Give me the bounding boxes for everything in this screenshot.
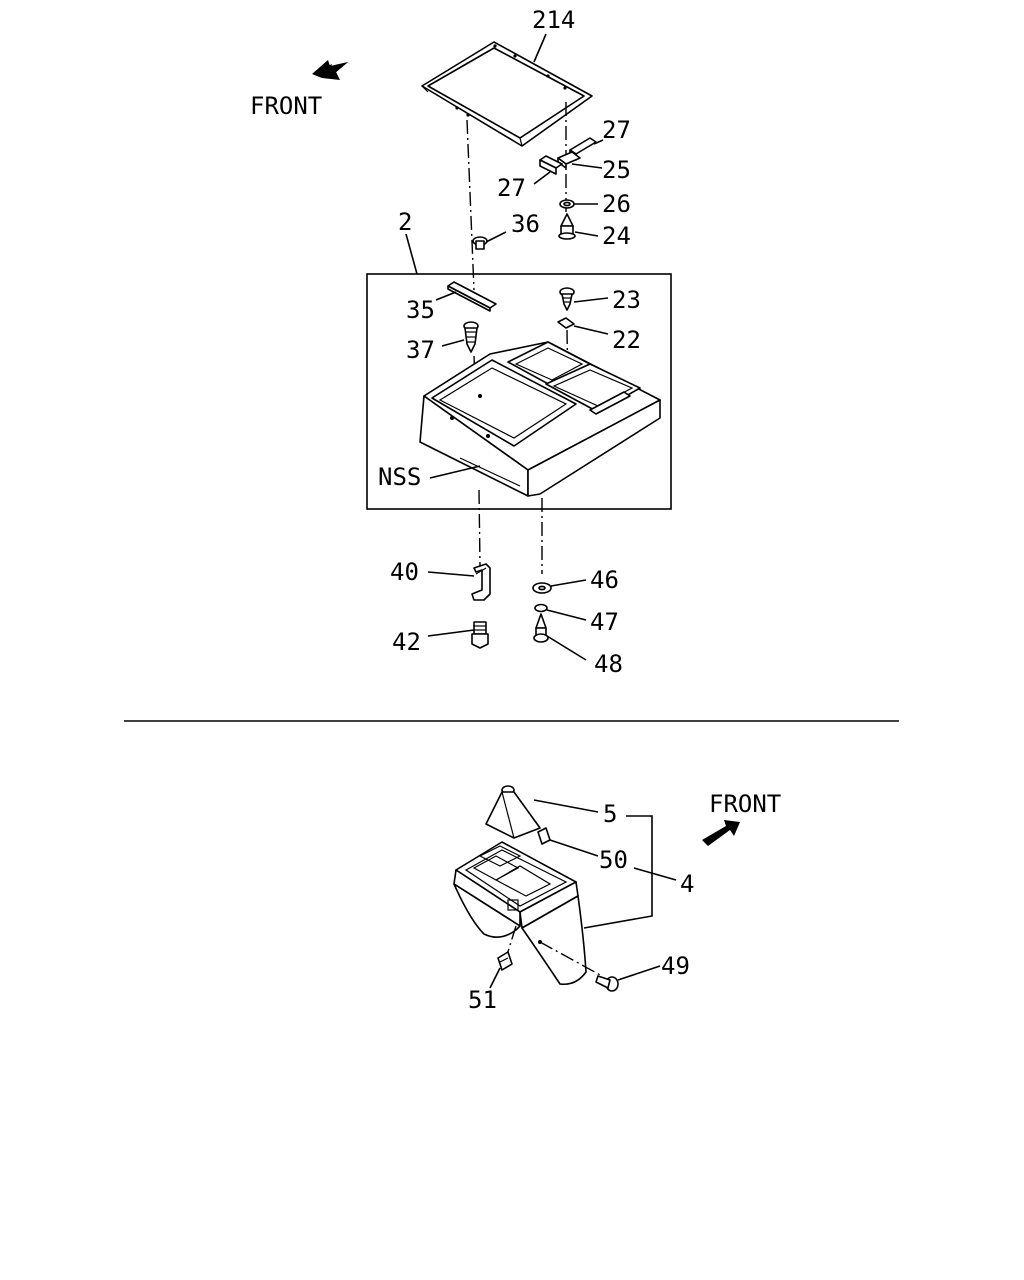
bottom-diagram: FRONT 5 50 4 (453, 785, 781, 1014)
callout-2: 2 (398, 208, 412, 236)
assembly-box (366, 273, 672, 510)
callout-36: 36 (511, 210, 540, 238)
callout-4: 4 (680, 870, 694, 898)
callout-50: 50 (599, 846, 628, 874)
screw-36 (472, 236, 488, 250)
clip-27-lower (539, 155, 563, 175)
console-body-nss (419, 341, 661, 497)
callout-35: 35 (406, 296, 435, 324)
clip-50 (537, 827, 551, 845)
callout-42: 42 (392, 628, 421, 656)
front-arrow-icon (312, 60, 348, 80)
console-body-4 (453, 841, 587, 986)
callout-27-lower: 27 (497, 174, 526, 202)
washer-26 (559, 199, 575, 209)
clip-51 (497, 951, 513, 971)
bracket-35 (447, 281, 497, 312)
front-label: FRONT (250, 92, 322, 120)
callout-37: 37 (406, 336, 435, 364)
callout-22: 22 (612, 326, 641, 354)
callout-25: 25 (602, 156, 631, 184)
screw-49 (595, 975, 619, 992)
clip-nut-22 (557, 317, 575, 329)
callout-23: 23 (612, 286, 641, 314)
callout-nss: NSS (378, 463, 421, 491)
front-label-bottom: FRONT (709, 790, 781, 818)
washer-46 (532, 582, 552, 594)
callout-24: 24 (602, 222, 631, 250)
callout-48: 48 (594, 650, 623, 678)
callout-5: 5 (603, 800, 617, 828)
screw-37 (463, 321, 479, 353)
lid-pad-part (421, 41, 593, 147)
grommet-25 (557, 151, 581, 169)
callout-214: 214 (532, 6, 575, 34)
callout-40: 40 (390, 558, 419, 586)
callout-26: 26 (602, 190, 631, 218)
top-diagram: FRONT 214 27 (250, 6, 672, 678)
callout-51: 51 (468, 986, 497, 1014)
lock-washer-47 (534, 603, 548, 613)
bracket-40 (471, 563, 491, 601)
callout-46: 46 (590, 566, 619, 594)
front-arrow-icon-bottom (702, 820, 740, 846)
shift-boot-5 (485, 785, 541, 839)
clip-24 (558, 213, 576, 240)
callout-27-upper: 27 (602, 116, 631, 144)
screw-23 (559, 287, 575, 311)
callout-47: 47 (590, 608, 619, 636)
callout-49: 49 (661, 952, 690, 980)
bolt-42 (471, 621, 489, 649)
screw-48 (533, 613, 549, 643)
